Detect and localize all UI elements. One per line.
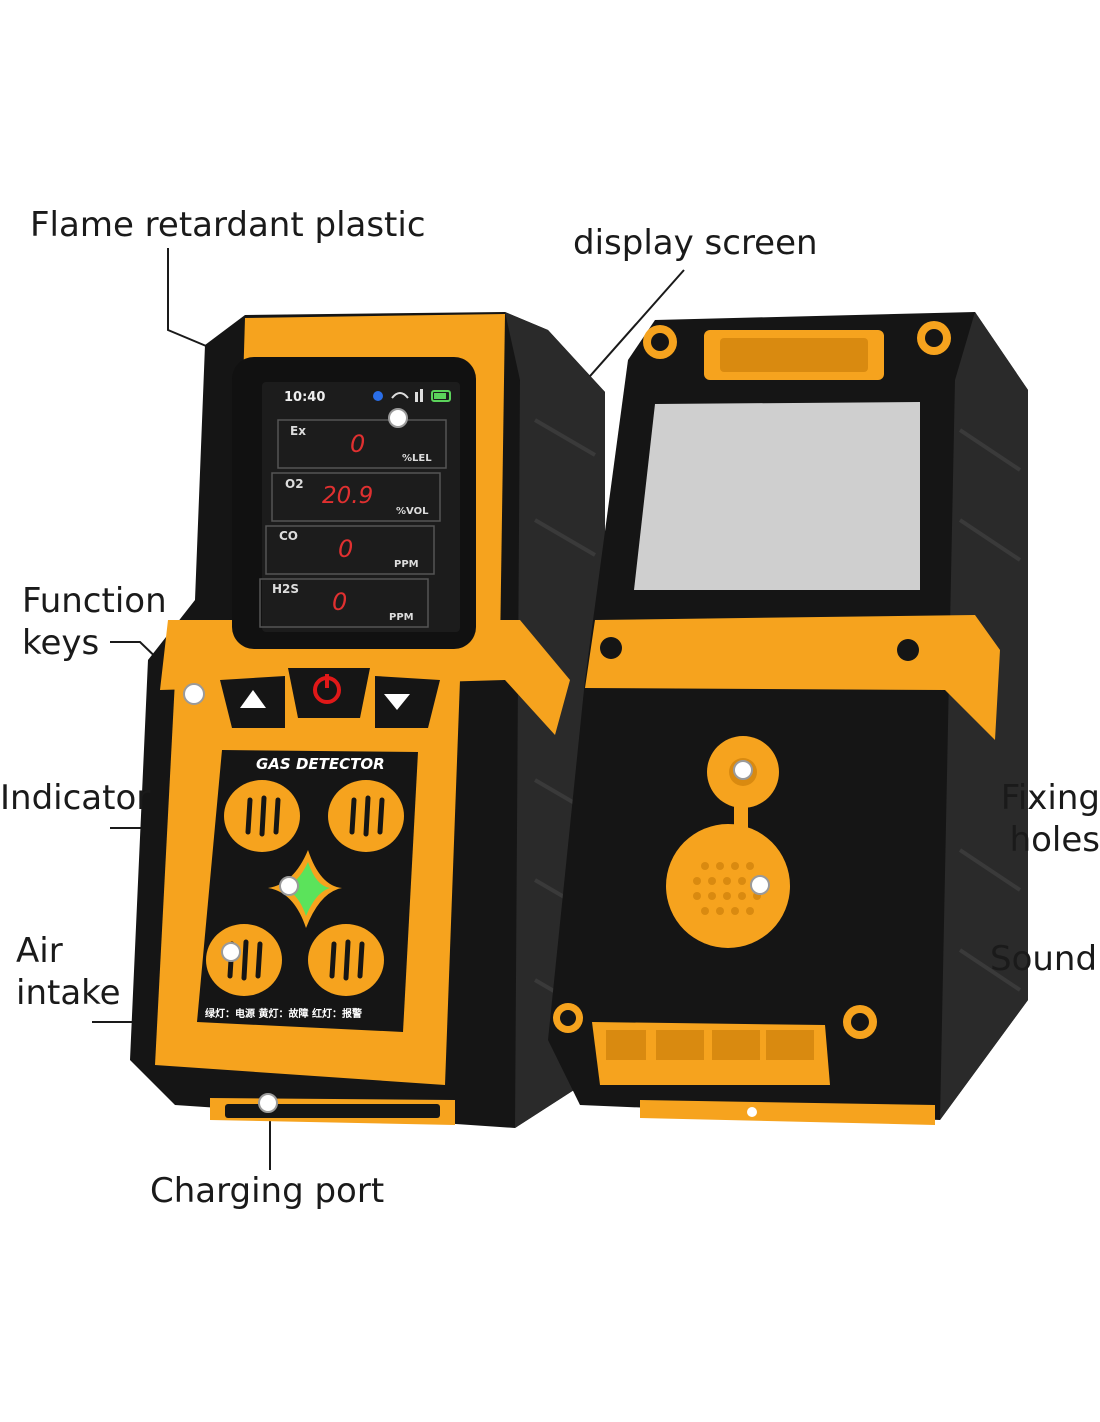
screen-time: 10:40 (284, 390, 326, 405)
sound-grille (666, 824, 790, 948)
gas-value: 0 (350, 430, 366, 458)
function-keys-dot (183, 683, 205, 705)
air-intake-dot (221, 942, 241, 962)
label-charging-port: Charging port (150, 1171, 385, 1211)
back-label-window (634, 402, 920, 590)
legend-text: 绿灯：电源 黄灯：故障 红灯：报警 (205, 1009, 362, 1020)
gas-unit: PPM (394, 559, 419, 570)
gas-value: 20.9 (322, 483, 374, 509)
charging-port-dot (258, 1093, 278, 1113)
gas-name: CO (279, 529, 299, 543)
label-sound: Sound (990, 939, 1098, 979)
gas-value: 0 (338, 535, 354, 563)
label-indicator: Indicator (0, 778, 151, 818)
gas-name: Ex (290, 424, 306, 438)
gas-unit: %LEL (402, 453, 432, 464)
gas-value: 0 (332, 588, 348, 616)
back-middle-band (585, 615, 1000, 740)
gas-name: H2S (272, 582, 300, 596)
label-line: Air (16, 931, 63, 971)
label-line: Function (22, 581, 167, 621)
label-line: intake (16, 973, 121, 1013)
label-line: keys (22, 623, 100, 663)
screen-display (262, 382, 460, 632)
label-line: Fixing (1000, 778, 1100, 818)
display-callout-dot (388, 408, 408, 428)
fixing-holes-dot (733, 760, 753, 780)
power-button (288, 668, 370, 718)
indicator-dot (279, 876, 299, 896)
label-air-intake: Air intake (16, 930, 121, 1014)
label-line: holes (1009, 820, 1100, 860)
label-function-keys: Function keys (22, 580, 167, 664)
gas-unit: %VOL (396, 506, 429, 517)
gas-unit: PPM (389, 612, 414, 623)
gas-name: O2 (285, 477, 304, 491)
label-display-screen: display screen (573, 223, 818, 263)
brand-text: GAS DETECTOR (256, 755, 385, 773)
down-button (375, 676, 440, 728)
label-fixing-holes: Fixing holes (980, 777, 1100, 861)
charging-port-slot (225, 1104, 440, 1118)
label-flame-retardant: Flame retardant plastic (30, 205, 426, 245)
sound-dot (750, 875, 770, 895)
indicator-light (282, 862, 330, 916)
